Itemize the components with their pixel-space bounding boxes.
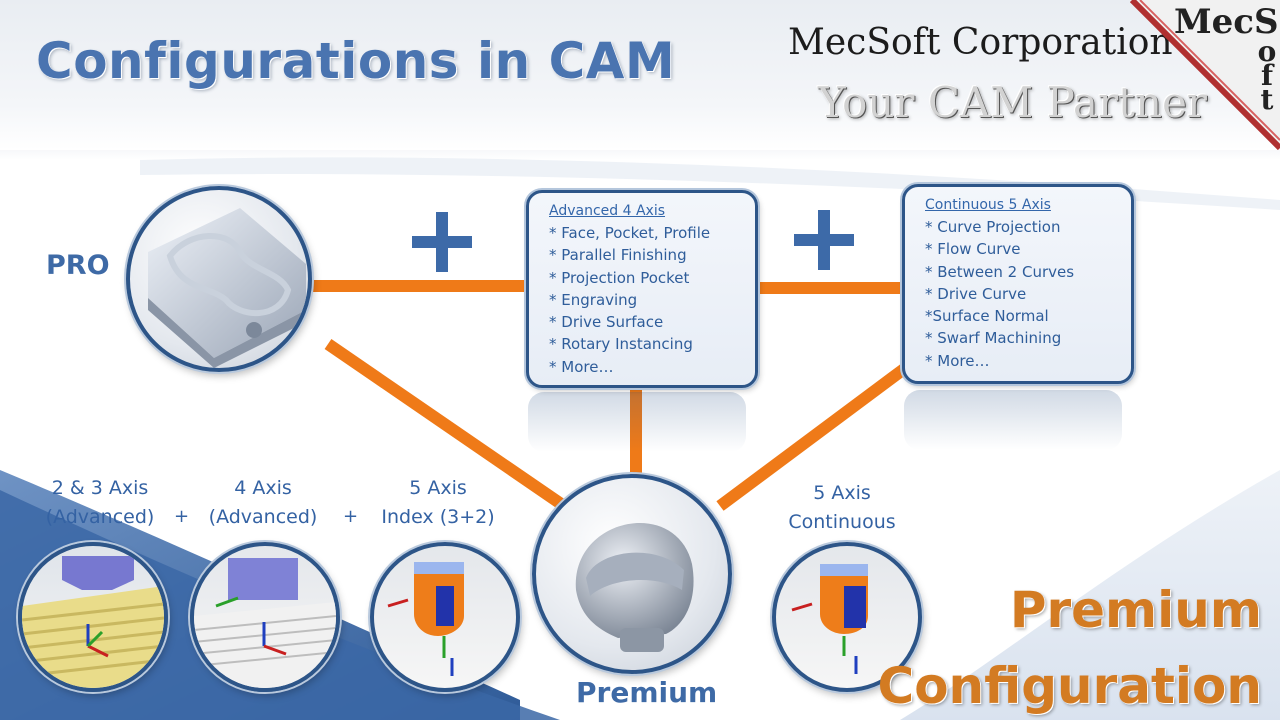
plus-icon — [794, 210, 854, 270]
premium-configuration-line2: Configuration — [877, 657, 1262, 715]
5-axis-continuous-head-image — [772, 542, 922, 692]
axis-label-line1: 5 Axis — [409, 477, 467, 499]
axis-label-line2: (Advanced) — [208, 506, 318, 528]
box-item: * Engraving — [549, 290, 638, 309]
box-item: * Curve Projection — [925, 218, 1061, 236]
axis-label-line1: 5 Axis — [813, 482, 871, 504]
premium-configuration-line1: Premium — [1009, 581, 1262, 639]
box-item: * Rotary Instancing — [549, 335, 693, 354]
advanced-4-axis-box: Advanced 4 Axis * Face, Pocket, Profile … — [526, 190, 758, 388]
box-item: *Surface Normal — [925, 307, 1049, 326]
plus-text: + — [343, 506, 359, 527]
box-item: * Projection Pocket — [549, 268, 690, 287]
axis-module-label: 2 & 3 Axis (Advanced) — [40, 474, 160, 532]
logo-letter: f — [1260, 59, 1274, 92]
continuous-5-axis-box: Continuous 5 Axis * Curve Projection * F… — [902, 184, 1134, 384]
mecsoft-logo-corner — [1130, 0, 1280, 150]
axis-label-line2: Index (3+2) — [381, 506, 495, 528]
company-name: MecSoft Corporation — [788, 22, 1173, 63]
box-item: * Flow Curve — [925, 240, 1021, 259]
axis-label-line2: (Advanced) — [45, 506, 155, 528]
axis-label-line2: Continuous — [788, 511, 896, 533]
logo-letter: t — [1260, 83, 1274, 116]
box-item: * More… — [549, 357, 614, 376]
box-item: * Between 2 Curves — [925, 262, 1075, 281]
5-axis-head-image — [370, 542, 520, 692]
plus-icon — [412, 212, 472, 272]
slide-title: Configurations in CAM — [36, 32, 676, 90]
logo-letter: o — [1257, 35, 1277, 68]
connector-pro-to-premium — [324, 339, 568, 511]
box-item: * Face, Pocket, Profile — [549, 224, 711, 242]
axis-label-line1: 4 Axis — [234, 477, 292, 499]
pro-label: PRO — [46, 250, 110, 281]
axis-module-label: 5 Axis Continuous — [782, 479, 902, 537]
logo-mec-text: MecS — [1174, 2, 1279, 42]
box-reflection — [904, 390, 1122, 450]
logo-soft-text: o f t — [1252, 35, 1280, 116]
box-reflection — [528, 392, 746, 452]
box-item: * Drive Surface — [549, 313, 664, 332]
premium-label: Premium — [576, 676, 718, 709]
premium-helmet-image — [532, 474, 732, 674]
connector-5axis-to-premium — [716, 361, 912, 511]
premium-configuration-heading: Premium Configuration — [878, 572, 1262, 720]
plus-text: + — [174, 506, 190, 527]
axis-module-label: 4 Axis (Advanced) — [203, 474, 323, 532]
box-item: * Swarf Machining — [925, 329, 1062, 348]
pro-part-image — [126, 186, 312, 372]
4-axis-toolpath-image — [190, 542, 340, 692]
box-item: * More… — [925, 351, 990, 370]
3-axis-toolpath-image — [18, 542, 168, 692]
axis-label-line1: 2 & 3 Axis — [51, 477, 149, 499]
company-tagline: Your CAM Partner — [818, 78, 1208, 127]
box-heading: Continuous 5 Axis — [925, 197, 1051, 213]
axis-module-label: 5 Axis Index (3+2) — [378, 474, 498, 532]
box-item: * Drive Curve — [925, 284, 1027, 303]
header-band — [0, 0, 1280, 150]
box-heading: Advanced 4 Axis — [549, 203, 666, 219]
box-item: * Parallel Finishing — [549, 246, 687, 265]
